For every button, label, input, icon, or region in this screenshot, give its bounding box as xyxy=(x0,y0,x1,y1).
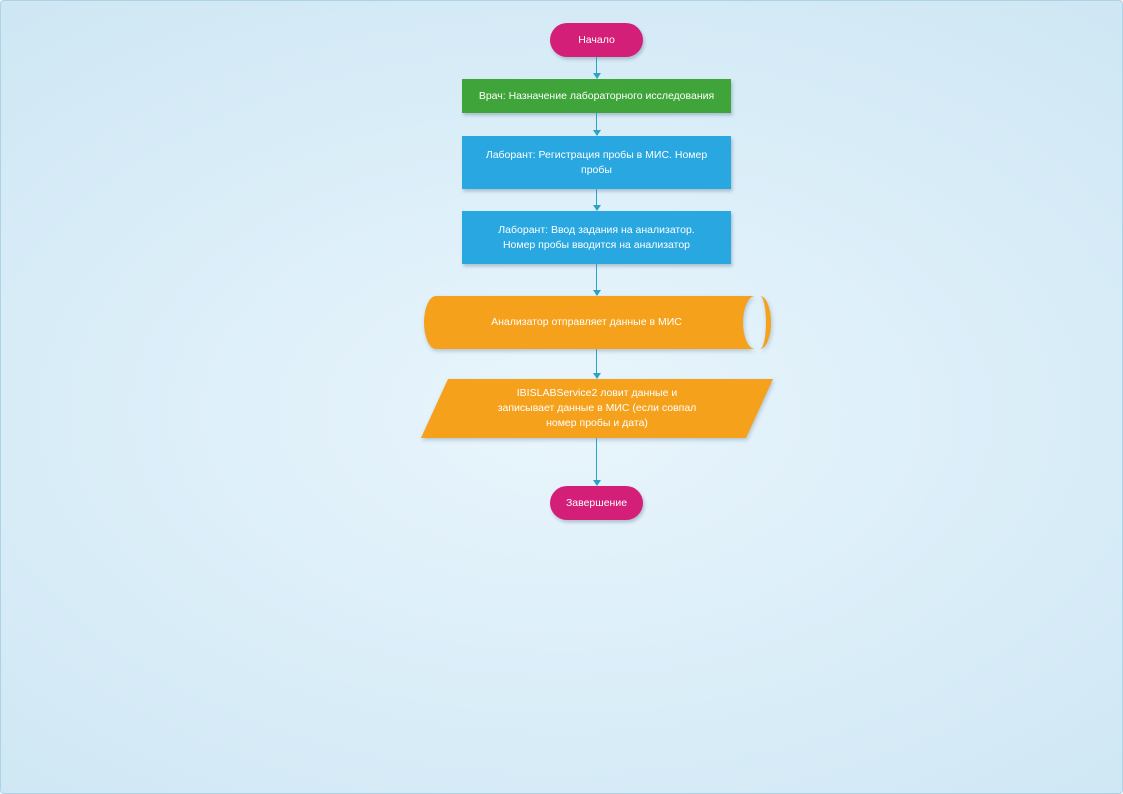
direct-data-shape xyxy=(424,296,771,349)
node-doctor-assign: Врач: Назначение лабораторного исследова… xyxy=(462,79,731,113)
node-doctor-assign-label: Врач: Назначение лабораторного исследова… xyxy=(478,89,715,102)
node-enter-task: Лаборант: Ввод задания на анализатор. Но… xyxy=(462,211,731,264)
node-register-sample: Лаборант: Регистрация пробы в МИС. Номер… xyxy=(462,136,731,189)
direct-data-body xyxy=(424,296,755,349)
data-io-parallelogram xyxy=(421,379,773,438)
node-enter-task-label: Лаборант: Ввод задания на анализатор. Но… xyxy=(498,223,695,251)
data-io-shape xyxy=(421,379,773,438)
node-analyzer-send-label: Анализатор отправляет данные в МИС xyxy=(491,316,682,329)
connector-arrow-4 xyxy=(592,264,601,296)
connector-arrow-6 xyxy=(592,438,601,486)
node-service-receive-label: IBISLABService2 ловит данные и записывае… xyxy=(497,387,697,429)
connector-arrow-5 xyxy=(592,349,601,379)
node-start-label: Начало xyxy=(578,33,615,46)
connector-arrow-2 xyxy=(592,113,601,136)
node-end-label: Завершение xyxy=(565,496,628,509)
direct-data-crescent xyxy=(760,296,771,349)
connector-arrow-3 xyxy=(592,189,601,211)
node-register-sample-label: Лаборант: Регистрация пробы в МИС. Номер… xyxy=(485,148,708,176)
node-analyzer-send: Анализатор отправляет данные в МИС xyxy=(424,296,771,349)
connector-arrow-1 xyxy=(592,57,601,79)
node-start: Начало xyxy=(550,23,643,57)
node-service-receive: IBISLABService2 ловит данные и записывае… xyxy=(421,379,773,438)
node-end: Завершение xyxy=(550,486,643,520)
